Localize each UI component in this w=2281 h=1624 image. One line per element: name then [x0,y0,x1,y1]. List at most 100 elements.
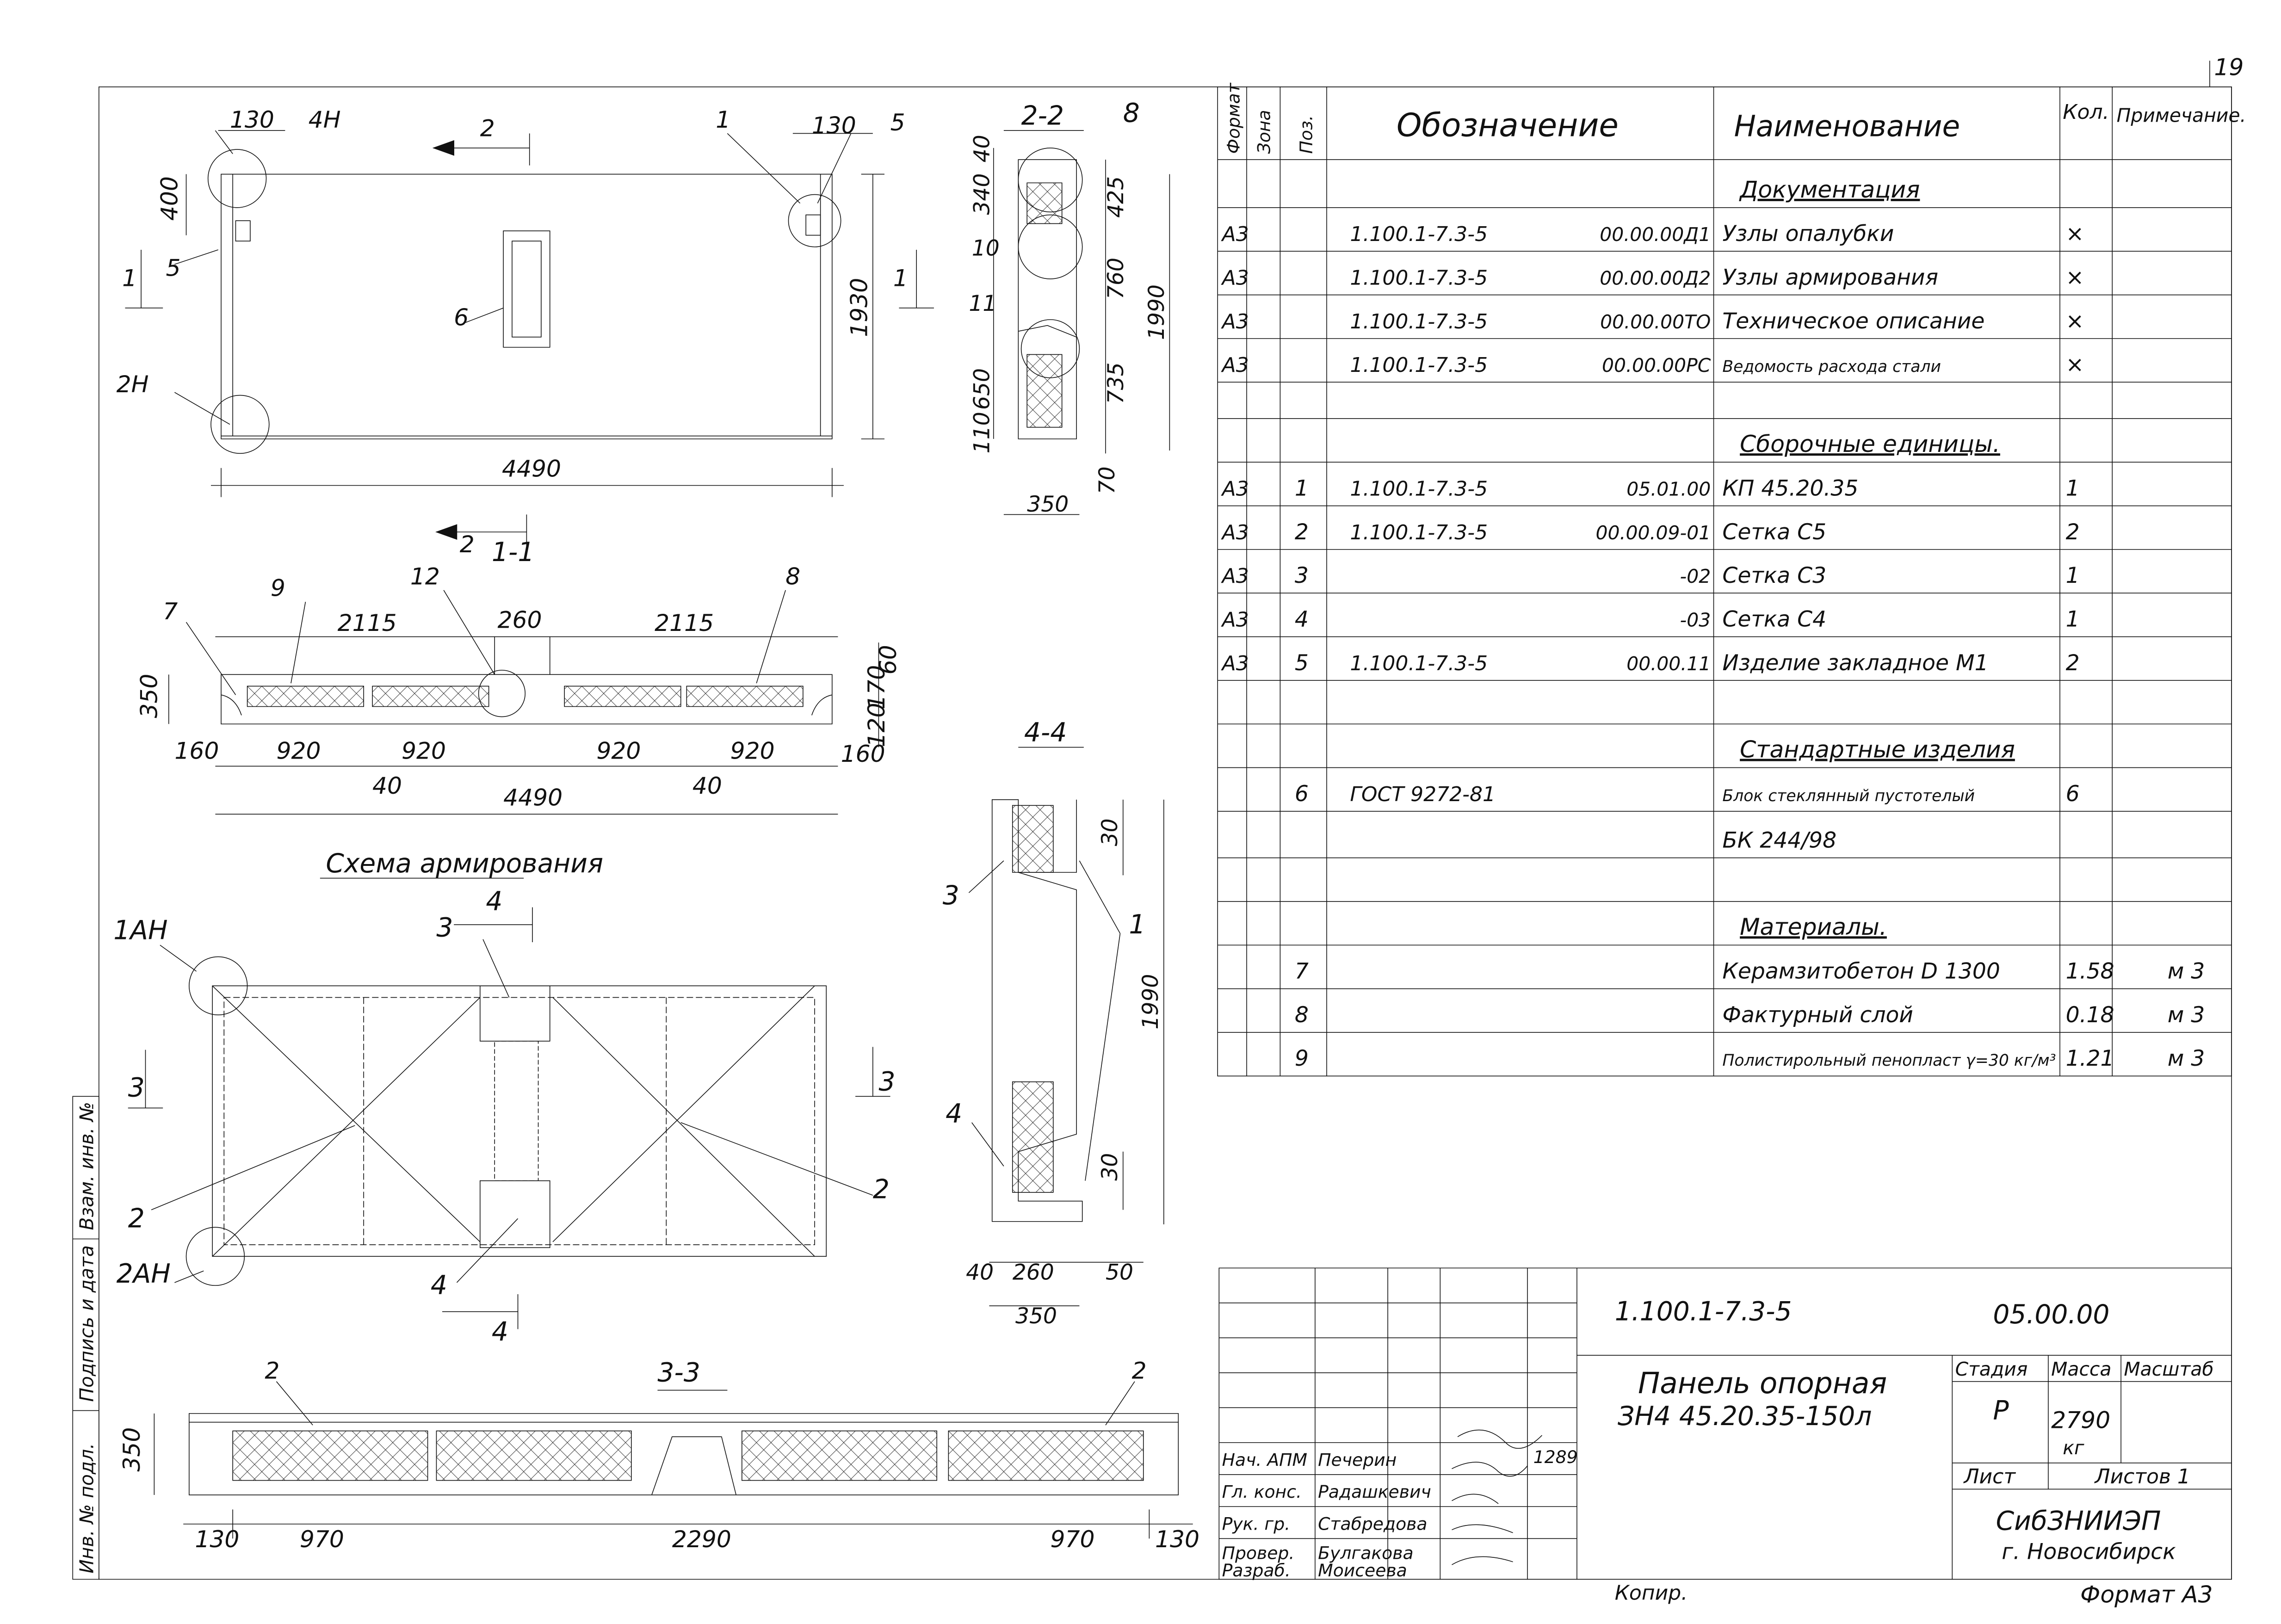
svg-text:130: 130 [812,111,856,139]
svg-text:Инв. № подл.: Инв. № подл. [75,1443,98,1574]
svg-text:11: 11 [969,291,996,316]
spec-cell-name: Полистирольный пенопласт γ=30 кг/м³ [1722,1051,2056,1070]
svg-text:Стадия: Стадия [1955,1358,2028,1380]
spec-cell-qty: × [2066,265,2084,290]
svg-text:350: 350 [136,674,163,718]
node-circle-2n [211,395,269,454]
svg-text:110: 110 [969,412,995,453]
svg-text:970: 970 [1051,1525,1095,1553]
svg-text:2-2: 2-2 [1021,101,1064,131]
svg-text:120: 120 [863,703,890,747]
spec-cell-format: А3 [1221,652,1249,675]
role-name: Моисеева [1318,1560,1407,1581]
spec-cell-note: м 3 [2168,959,2205,984]
svg-text:8: 8 [785,562,800,590]
svg-text:920: 920 [277,737,321,765]
spec-section-heading: Стандартные изделия [1740,736,2015,763]
spec-cell-format: А3 [1221,222,1249,246]
spec-cell-pos: 5 [1295,650,1309,676]
svg-text:4490: 4490 [503,784,563,811]
svg-text:Обозначение: Обозначение [1397,107,1619,144]
spec-cell-qty: × [2066,221,2084,247]
spec-cell-qty: 2 [2066,519,2080,545]
spec-cell-qty: × [2066,309,2084,334]
section-4-4-text: 4-4 3 30 1 1990 4 30 40 260 50 350 [943,717,1163,1329]
section-2-2-text: 2-2 8 40 340 10 425 760 1990 11 735 650 … [969,98,1169,517]
spec-cell-designation: 1.100.1-7.3-5 [1350,521,1488,544]
plan-text: 130 4Н 2 1 130 5 400 5 1 1 6 2Н 1930 449… [117,106,908,558]
svg-text:735: 735 [1103,362,1129,404]
spec-cell-designation: 1.100.1-7.3-5 [1350,353,1488,377]
svg-text:1: 1 [122,265,137,292]
svg-text:30: 30 [1097,1153,1123,1181]
plan-view [125,130,933,546]
svg-text:340: 340 [969,173,995,215]
spec-cell-qty: × [2066,352,2084,377]
spec-cell-qty: 1.58 [2066,959,2114,984]
spec-cell-pos: 1 [1295,476,1309,501]
svg-text:4: 4 [492,1317,508,1347]
svg-text:Поз.: Поз. [1296,115,1317,154]
spec-cell-pos: 8 [1295,1002,1309,1028]
spec-cell-designation-code: -03 [1680,609,1711,631]
section-2-2 [994,130,1170,514]
spec-cell-pos: 2 [1295,519,1309,545]
svg-text:3: 3 [878,1067,895,1097]
node-circle-pos1 [788,195,841,247]
spec-cell-designation-code: 00.00.09-01 [1595,522,1711,544]
svg-text:920: 920 [730,737,775,765]
svg-text:Кол.: Кол. [2063,100,2109,124]
svg-text:12: 12 [410,562,440,590]
spec-cell-designation: 1.100.1-7.3-5 [1350,222,1488,246]
svg-text:Лист: Лист [1963,1465,2016,1488]
svg-text:1: 1 [716,106,730,133]
spec-cell-note: м 3 [2168,1046,2205,1071]
spec-cell-name: БК 244/98 [1722,828,1836,853]
role-label: Разраб. [1222,1560,1291,1581]
side-stamp [73,1096,99,1579]
section-3-3 [154,1382,1193,1539]
svg-text:кг: кг [2063,1437,2084,1459]
spec-cell-format: А3 [1221,477,1249,501]
spec-cell-format: А3 [1221,521,1249,544]
svg-text:3: 3 [943,880,959,911]
svg-text:1: 1 [893,265,908,292]
svg-text:2: 2 [480,115,495,142]
svg-text:Листов 1: Листов 1 [2094,1465,2190,1488]
page-number: 19 [2214,54,2244,81]
spec-cell-name: Техническое описание [1722,309,1984,334]
spec-cell-pos: 4 [1295,607,1309,632]
svg-text:130: 130 [195,1525,239,1553]
spec-cell-format: А3 [1221,353,1249,377]
svg-text:260: 260 [498,606,542,634]
spec-cell-designation: 1.100.1-7.3-5 [1350,477,1488,501]
spec-cell-designation-code: 05.01.00 [1626,478,1711,500]
spec-cell-pos: 6 [1295,781,1309,807]
spec-cell-name: Сетка С5 [1722,519,1826,545]
svg-text:2АН: 2АН [117,1259,171,1289]
svg-text:Подпись и дата: Подпись и дата [75,1245,98,1402]
svg-text:3: 3 [128,1072,145,1103]
node-circle-4n [208,149,266,208]
svg-text:2: 2 [265,1357,279,1384]
role-label: Рук. гр. [1222,1513,1291,1534]
spec-cell-designation-code: 00.00.00Д2 [1600,267,1711,290]
side-stamp-text: Инв. № подл. Подпись и дата Взам. инв. № [75,1102,98,1574]
spec-cell-name: Фактурный слой [1722,1002,1913,1028]
svg-text:2Н: 2Н [117,370,149,398]
spec-cell-designation: ГОСТ 9272-81 [1350,783,1496,806]
svg-text:ЗН4 45.20.35-150л: ЗН4 45.20.35-150л [1618,1401,1872,1432]
svg-text:350: 350 [1027,492,1069,517]
svg-text:3: 3 [436,912,453,943]
svg-text:Наименование: Наименование [1734,110,1960,143]
spec-headers: Формат Зона Поз. Обозначение Наименовани… [1223,82,2246,154]
spec-cell-qty: 2 [2066,650,2080,676]
svg-text:4490: 4490 [502,455,561,482]
spec-cell-qty: 1.21 [2066,1046,2114,1071]
spec-cell-designation-code: 00.00.00Д1 [1600,223,1711,246]
spec-cell-designation-code: 00.00.00ТО [1600,311,1711,333]
svg-text:40: 40 [372,772,402,799]
svg-text:130: 130 [230,106,274,133]
